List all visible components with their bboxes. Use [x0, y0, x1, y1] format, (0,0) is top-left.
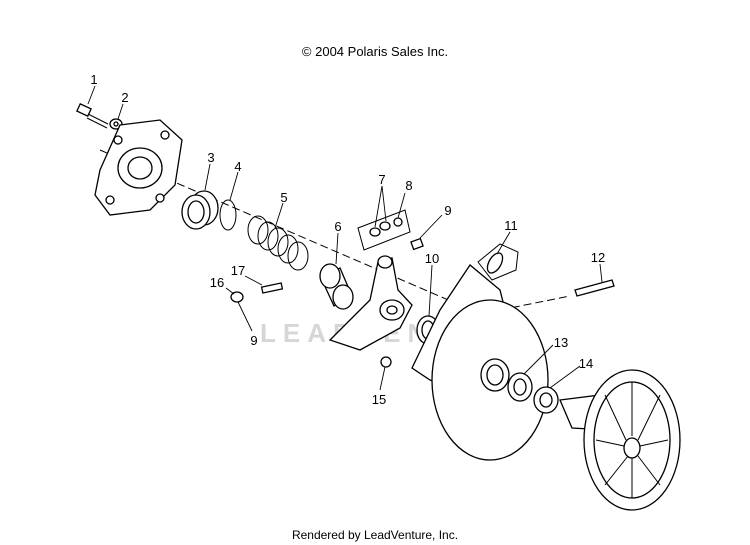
callout-17: 17: [231, 263, 245, 278]
callout-6: 6: [334, 219, 341, 234]
part-pin-small: [230, 291, 244, 303]
leader-2: [117, 103, 124, 120]
leader-4: [229, 171, 239, 201]
callout-11: 11: [504, 218, 518, 233]
leader-3: [204, 163, 211, 191]
leader-12: [599, 263, 603, 283]
callout-7: 7: [378, 172, 385, 187]
callout-1: 1: [90, 72, 97, 87]
leader-17: [244, 275, 263, 286]
callout-12: 12: [591, 250, 605, 265]
part-bushing: [181, 190, 219, 230]
leader-5: [274, 202, 284, 229]
part-washer: [109, 118, 123, 130]
part-moveable-sheave: [411, 264, 549, 461]
callout-5: 5: [280, 190, 287, 205]
part-bushing-kit-box: [357, 209, 411, 251]
leader-11: [496, 231, 511, 255]
part-roller: [319, 263, 354, 310]
part-long-pin: [574, 279, 615, 297]
part-bolt: [76, 102, 109, 129]
callout-13: 13: [554, 335, 568, 350]
leader-9a: [419, 214, 443, 239]
part-stationary-sheave: [559, 369, 681, 511]
part-ring-14: [533, 386, 559, 414]
rendered-by-footer: Rendered by LeadVenture, Inc.: [291, 528, 459, 542]
leader-7b: [381, 185, 387, 222]
part-cover-plate: [94, 119, 183, 216]
callout-4: 4: [234, 159, 241, 174]
callout-16: 16: [210, 275, 224, 290]
leader-7a: [374, 185, 383, 228]
leader-15: [379, 366, 386, 391]
part-plug: [410, 237, 424, 251]
leader-1: [87, 85, 96, 105]
leader-14: [549, 365, 581, 389]
copyright-notice: © 2004 Polaris Sales Inc.: [301, 44, 449, 59]
part-spring: [247, 215, 309, 271]
leader-10: [428, 264, 433, 317]
leader-13: [523, 344, 554, 375]
part-screw: [380, 356, 392, 368]
part-clip: [477, 243, 519, 281]
leader-8: [397, 192, 406, 219]
part-ring-13: [507, 372, 533, 402]
part-pin-long: [260, 282, 284, 294]
callout-2: 2: [121, 90, 128, 105]
leader-16: [225, 287, 235, 295]
callout-9-upper: 9: [444, 203, 451, 218]
callout-15: 15: [372, 392, 386, 407]
callout-14: 14: [579, 356, 593, 371]
leader-6: [335, 232, 339, 265]
callout-3: 3: [207, 150, 214, 165]
leader-9b: [237, 301, 253, 332]
callout-10: 10: [425, 251, 439, 266]
callout-9-lower: 9: [250, 333, 257, 348]
callout-8: 8: [405, 178, 412, 193]
part-snap-ring: [219, 199, 237, 231]
part-spider-arm: [328, 255, 413, 351]
